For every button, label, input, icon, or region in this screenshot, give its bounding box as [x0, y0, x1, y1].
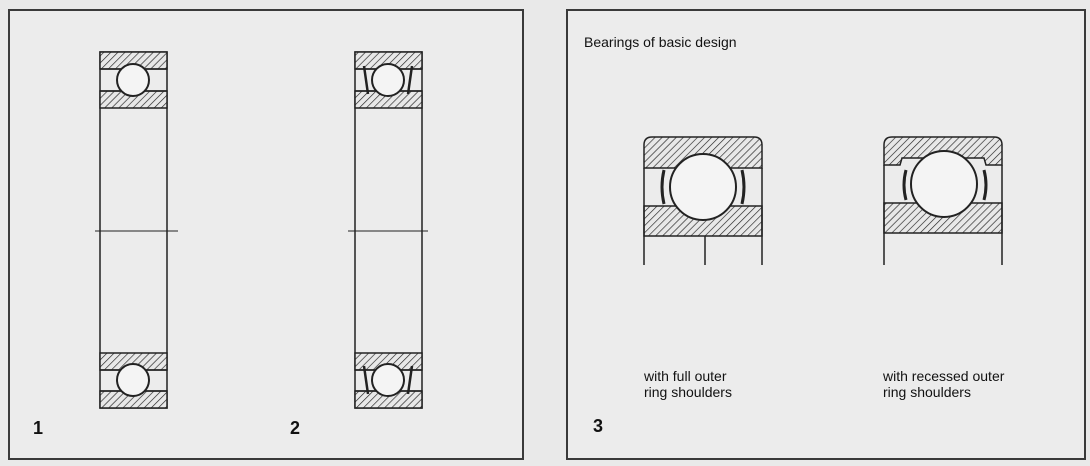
caption-recessed-shoulders: with recessed outer ring shoulders — [883, 368, 1005, 400]
bearing-figure-2 — [348, 51, 428, 409]
figure-number-1: 1 — [33, 418, 44, 438]
left-panel — [8, 9, 524, 460]
bearing-recessed-shoulders — [883, 136, 1003, 265]
bearing-full-shoulders — [643, 136, 763, 265]
panel-title: Bearings of basic design — [584, 34, 737, 50]
caption-full-shoulders: with full outer ring shoulders — [644, 368, 732, 400]
figure-number-3: 3 — [593, 416, 604, 436]
bearing-figure-1 — [95, 51, 178, 409]
figure-number-2: 2 — [290, 418, 301, 438]
